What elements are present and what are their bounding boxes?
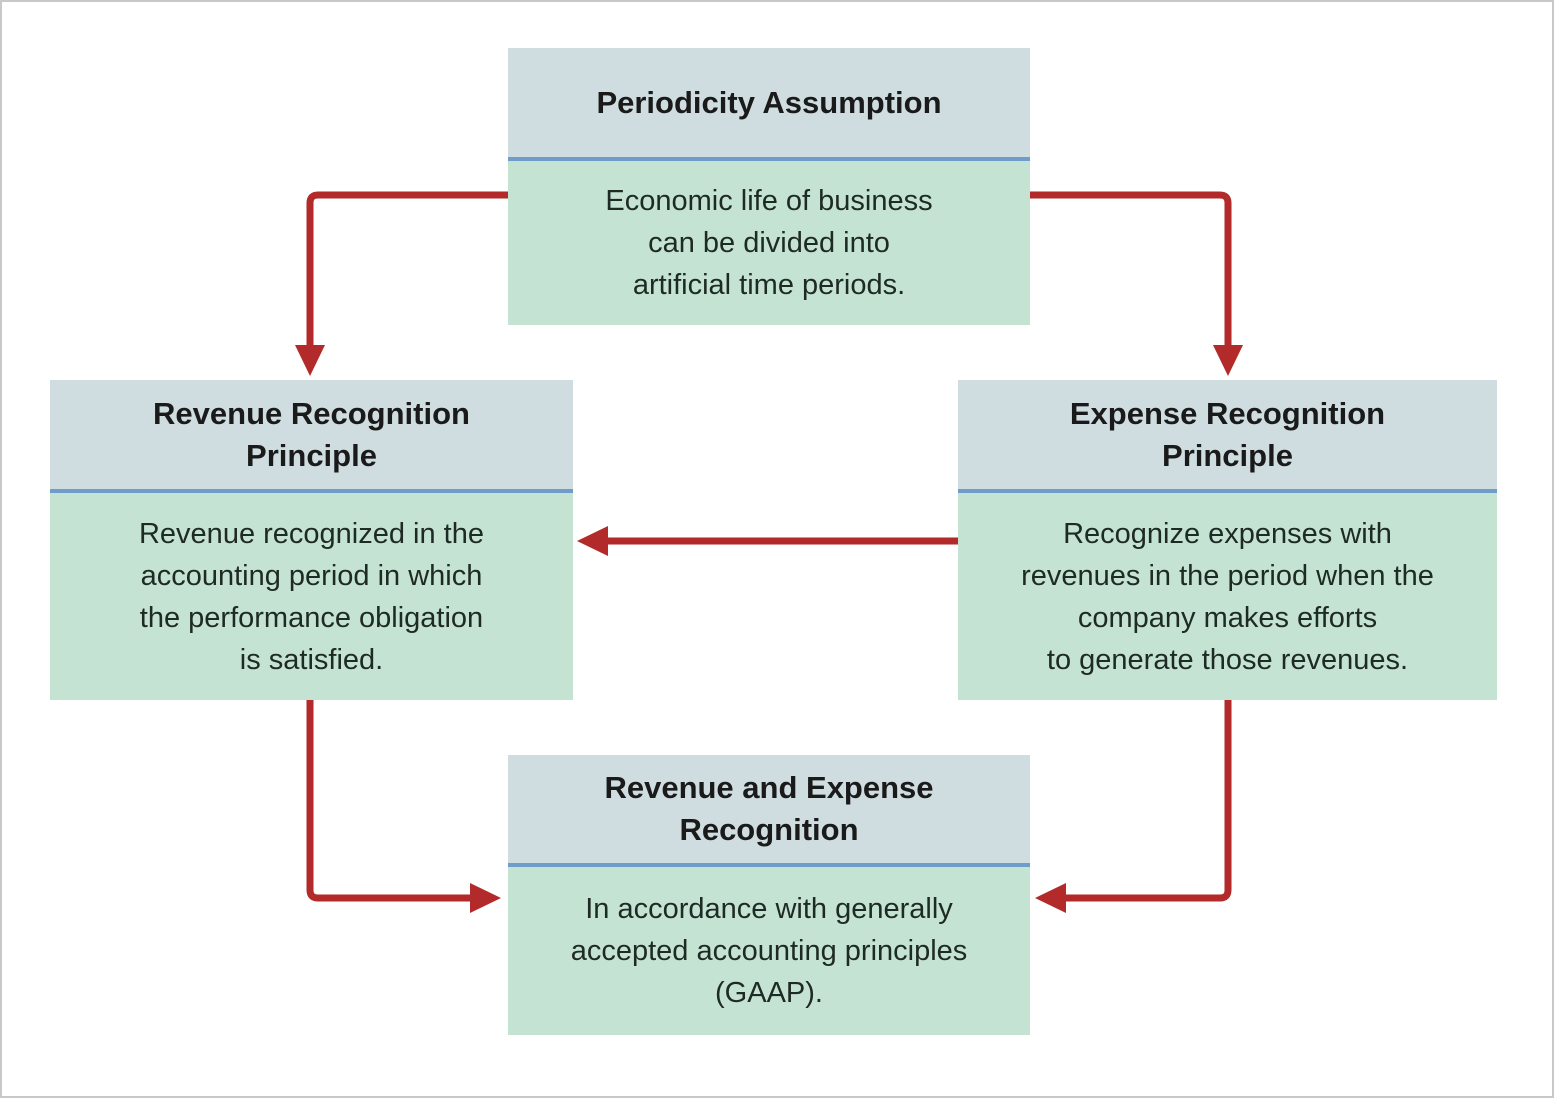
box-title: Expense Recognition Principle — [958, 380, 1497, 493]
box-text: Recognize expenses with revenues in the … — [958, 493, 1497, 700]
arrowhead-down-right — [1213, 345, 1243, 376]
arrow-periodicity-to-expense — [1030, 191, 1232, 350]
box-text: In accordance with generally accepted ac… — [508, 867, 1030, 1035]
arrow-periodicity-to-revenue — [306, 191, 508, 350]
box-text: Economic life of business can be divided… — [508, 161, 1030, 325]
arrow-expense-to-combined — [1058, 700, 1232, 902]
box-title: Revenue and Expense Recognition — [508, 755, 1030, 867]
arrowhead-right-bottom — [470, 883, 501, 913]
arrowhead-left-middle — [577, 526, 608, 556]
arrowhead-left-bottom — [1035, 883, 1066, 913]
periodicity-assumption-box: Periodicity Assumption Economic life of … — [508, 48, 1030, 325]
box-title: Periodicity Assumption — [508, 48, 1030, 161]
expense-recognition-box: Expense Recognition Principle Recognize … — [958, 380, 1497, 700]
revenue-recognition-box: Revenue Recognition Principle Revenue re… — [50, 380, 573, 700]
arrowhead-down-left — [295, 345, 325, 376]
box-text: Revenue recognized in the accounting per… — [50, 493, 573, 700]
arrow-revenue-to-combined — [306, 700, 478, 902]
revenue-expense-recognition-box: Revenue and Expense Recognition In accor… — [508, 755, 1030, 1035]
box-title: Revenue Recognition Principle — [50, 380, 573, 493]
